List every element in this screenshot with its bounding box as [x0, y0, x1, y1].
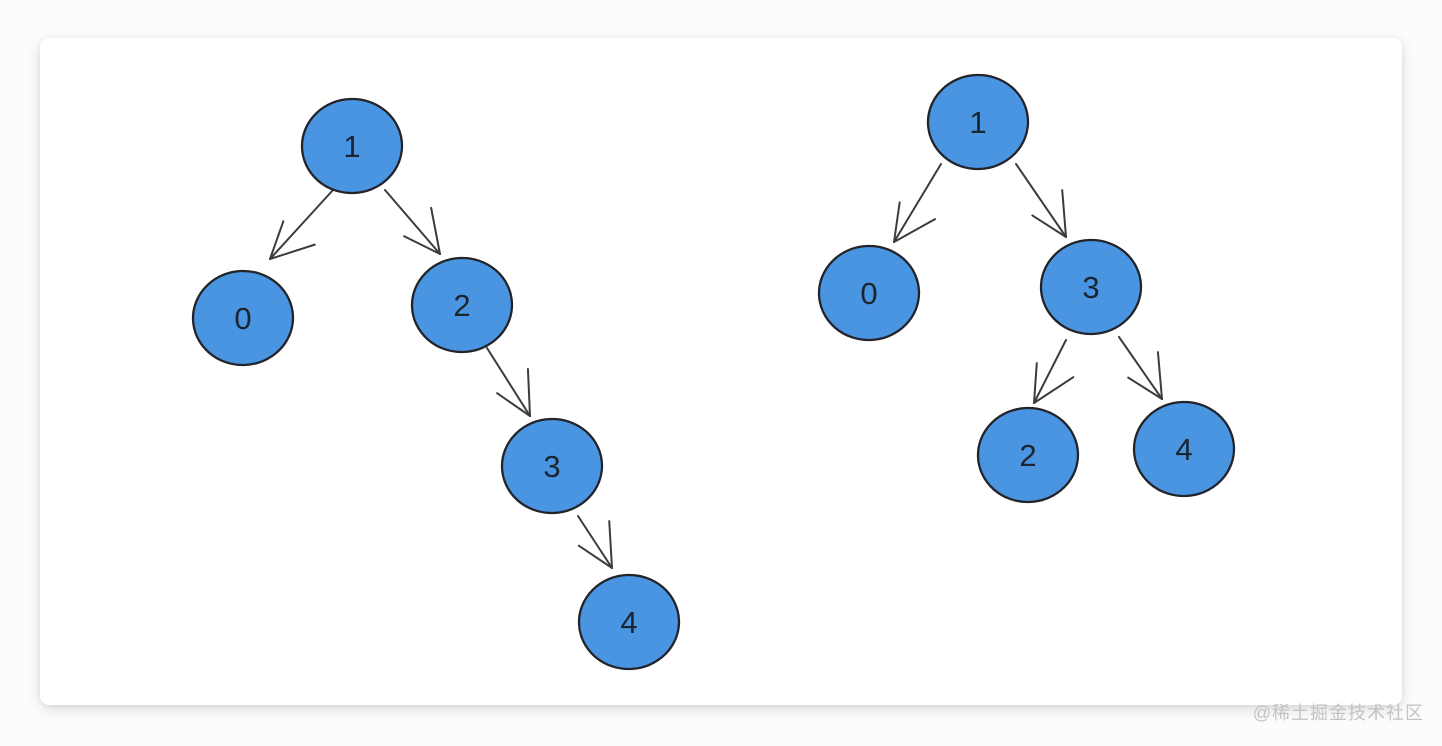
left-tree-node-4: 4: [577, 573, 681, 671]
arrow-head-stroke: [1156, 351, 1163, 400]
node-label: 2: [453, 288, 470, 323]
node-circle: [500, 417, 604, 515]
node-circle: [926, 73, 1030, 171]
left-tree-edge-1-2: [384, 189, 441, 255]
left-tree-node-2: 2: [410, 256, 514, 354]
node-circle: [300, 97, 404, 195]
left-tree-edge-1-0: [269, 189, 334, 260]
arrow-head-stroke: [1033, 362, 1038, 404]
arrow-head-stroke: [1033, 376, 1075, 404]
arrow-shaft: [486, 347, 531, 417]
arrow-shaft: [269, 189, 334, 260]
node-circle: [1039, 238, 1143, 336]
node-label: 1: [343, 129, 360, 164]
right-tree-edge-1-3: [1015, 163, 1067, 238]
arrow-head-stroke: [1061, 189, 1067, 238]
arrow-head-stroke: [608, 520, 613, 569]
left-tree-node-3: 3: [500, 417, 604, 515]
arrow-head-stroke: [496, 392, 531, 417]
right-tree-edge-1-0: [893, 163, 942, 243]
arrow-shaft: [893, 163, 942, 243]
right-tree-node-4: 4: [1132, 400, 1236, 498]
right-tree-node-1: 1: [926, 73, 1030, 171]
node-label: 0: [234, 301, 251, 336]
node-circle: [191, 269, 295, 367]
node-label: 2: [1019, 438, 1036, 473]
arrow-head-stroke: [430, 206, 441, 255]
right-tree-node-2: 2: [976, 406, 1080, 504]
node-circle: [1132, 400, 1236, 498]
arrow-head-stroke: [577, 544, 613, 569]
arrow-head-stroke: [269, 243, 316, 260]
node-label: 1: [969, 105, 986, 140]
right-tree-node-0: 0: [817, 244, 921, 342]
node-label: 3: [543, 449, 560, 484]
arrow-shaft: [577, 515, 613, 569]
right-tree-edge-3-2: [1033, 339, 1075, 404]
arrow-head-stroke: [269, 220, 285, 260]
node-circle: [410, 256, 514, 354]
watermark: @稀土掘金技术社区: [1252, 703, 1424, 723]
arrow-shaft: [384, 189, 441, 255]
node-label: 4: [620, 605, 637, 640]
arrow-shaft: [1015, 163, 1067, 238]
left-tree: 1 0 2 3 4: [191, 97, 681, 671]
right-tree-node-3: 3: [1039, 238, 1143, 336]
node-label: 4: [1175, 432, 1192, 467]
node-circle: [577, 573, 681, 671]
canvas-card: [40, 38, 1402, 705]
right-tree-edge-3-4: [1118, 336, 1163, 400]
node-label: 3: [1082, 270, 1099, 305]
arrow-head-stroke: [1127, 376, 1163, 400]
left-tree-edge-3-4: [577, 515, 613, 569]
left-tree-node-1: 1: [300, 97, 404, 195]
node-label: 0: [860, 276, 877, 311]
arrow-head-stroke: [526, 368, 531, 417]
arrow-head-stroke: [893, 201, 901, 243]
arrow-shaft: [1033, 339, 1067, 404]
arrow-head-stroke: [893, 218, 937, 243]
node-circle: [976, 406, 1080, 504]
left-tree-node-0: 0: [191, 269, 295, 367]
node-circle: [817, 244, 921, 342]
arrow-head-stroke: [403, 235, 441, 255]
arrow-head-stroke: [1031, 214, 1067, 238]
left-tree-edge-2-3: [486, 347, 531, 417]
arrow-shaft: [1118, 336, 1163, 400]
right-tree: 1 0 3 2 4: [817, 73, 1236, 504]
